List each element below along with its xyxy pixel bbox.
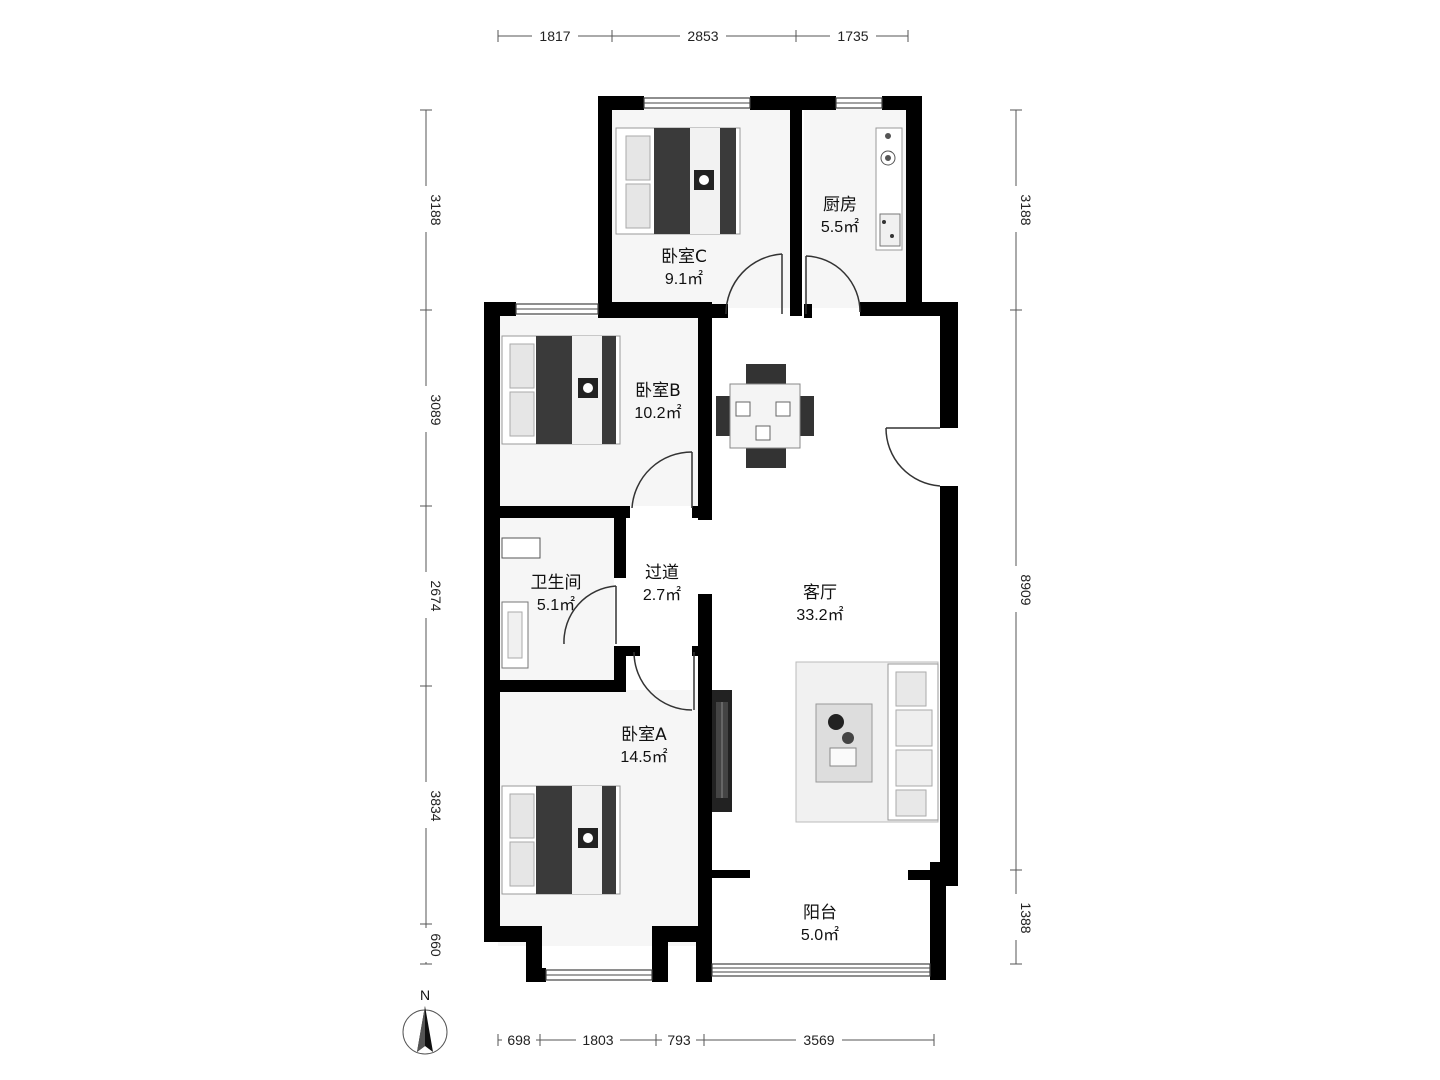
- tv-icon: [712, 690, 732, 812]
- room-area: 10.2㎡: [634, 404, 681, 422]
- dimension-label: 660: [428, 933, 444, 957]
- room-label-bedroom-a: 卧室A 14.5㎡: [620, 725, 667, 766]
- room-label-kitchen: 厨房 5.5㎡: [821, 195, 859, 236]
- windows: [515, 97, 931, 981]
- toilet-icon: [501, 537, 541, 669]
- dimension-label: 3569: [803, 1032, 834, 1048]
- dimension-label: 1817: [539, 28, 570, 44]
- room-area: 5.5㎡: [821, 218, 859, 236]
- bed-icon: [615, 127, 741, 235]
- dimension-left: 3188 3089 2674 3834 660: [416, 109, 444, 965]
- room-name: 卧室C: [661, 247, 707, 267]
- room-name: 厨房: [823, 195, 857, 215]
- bed-icon: [501, 335, 621, 445]
- dimension-right: 3188 8909 1388: [1006, 109, 1034, 965]
- bed-icon: [501, 785, 621, 895]
- room-area: 5.0㎡: [801, 926, 839, 944]
- room-name: 卫生间: [531, 573, 582, 593]
- room-label-bedroom-c: 卧室C 9.1㎡: [661, 247, 707, 288]
- dimension-label: 8909: [1018, 574, 1034, 605]
- dimension-label: 3834: [428, 790, 444, 821]
- compass-label: N: [420, 987, 430, 1003]
- dimension-label: 3188: [1018, 194, 1034, 225]
- dimension-bottom: 698 1803 793 3569: [497, 1030, 935, 1048]
- room-area: 5.1㎡: [537, 596, 575, 614]
- room-name: 阳台: [803, 903, 837, 923]
- room-area: 33.2㎡: [796, 606, 843, 624]
- stove-icon: [875, 127, 903, 251]
- room-label-bedroom-b: 卧室B 10.2㎡: [634, 381, 681, 422]
- dimension-label: 1803: [582, 1032, 613, 1048]
- compass: N: [402, 987, 448, 1055]
- room-area: 2.7㎡: [643, 586, 681, 604]
- dimension-label: 2853: [687, 28, 718, 44]
- room-label-balcony: 阳台 5.0㎡: [801, 903, 839, 944]
- dimension-label: 2674: [428, 580, 444, 611]
- dimension-label: 698: [507, 1032, 531, 1048]
- room-name: 过道: [645, 563, 679, 583]
- dimension-label: 1735: [837, 28, 868, 44]
- room-name: 卧室B: [635, 381, 681, 401]
- room-label-bathroom: 卫生间 5.1㎡: [531, 573, 582, 614]
- dining-table-icon: [716, 364, 814, 468]
- room-label-corridor: 过道 2.7㎡: [643, 563, 681, 604]
- dimension-label: 793: [667, 1032, 691, 1048]
- room-name: 客厅: [803, 583, 837, 603]
- room-label-living: 客厅 33.2㎡: [796, 583, 843, 624]
- room-area: 14.5㎡: [620, 748, 667, 766]
- dimension-top: 1817 2853 1735: [497, 26, 909, 44]
- walls: [484, 96, 958, 982]
- dimension-label: 1388: [1018, 902, 1034, 933]
- room-area: 9.1㎡: [665, 270, 703, 288]
- dimension-label: 3089: [428, 394, 444, 425]
- doors: [563, 253, 941, 711]
- coffee-table-icon: [815, 703, 873, 783]
- dimension-label: 3188: [428, 194, 444, 225]
- room-name: 卧室A: [621, 725, 667, 745]
